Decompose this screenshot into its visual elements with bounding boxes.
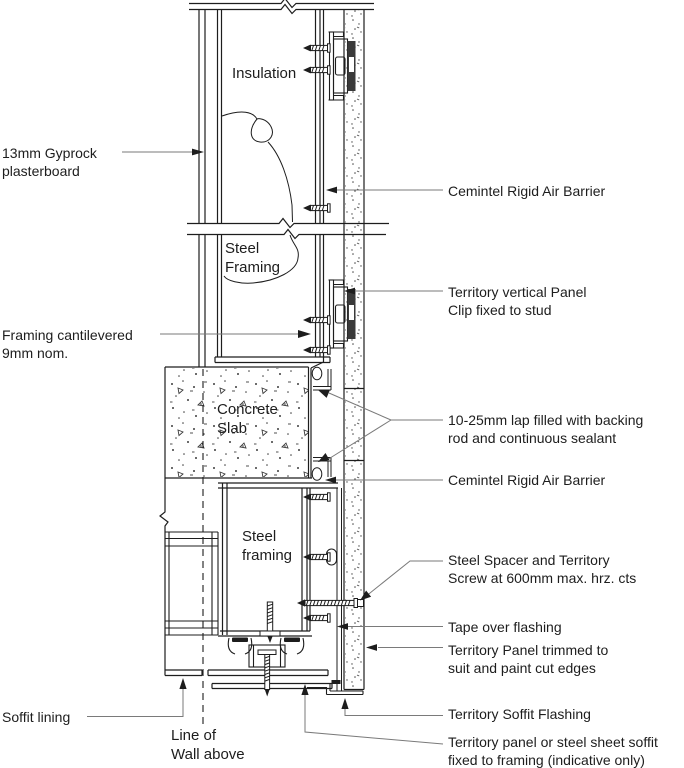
- top-break-lines: [189, 0, 374, 15]
- leader-arrowheads: [179, 148, 377, 709]
- air-barrier-lines: [309, 9, 325, 631]
- tape-over-flashing-label: Tape over flashing: [448, 619, 562, 635]
- backing-rod: [311, 366, 323, 481]
- framing-cantilevered-label: Framing cantilevered 9mm nom.: [2, 327, 133, 361]
- gyprock-label: 13mm Gyprock plasterboard: [2, 145, 97, 179]
- soffit-clips: [227, 637, 305, 655]
- leader-lines: [87, 151, 444, 745]
- concrete-slab-label: Concrete Slab: [217, 401, 278, 437]
- insulation-tear-line: [221, 111, 299, 284]
- soffit-lining-boards: [164, 669, 333, 690]
- mid-break-lines: [187, 217, 389, 240]
- territory-panel-hatch: [345, 10, 364, 689]
- air-barrier-upper-label: Cemintel Rigid Air Barrier: [448, 183, 606, 199]
- steel-framing-lower-label: Steel framing: [242, 528, 293, 564]
- steel-spacer-label: Steel Spacer and Territory Screw at 600m…: [448, 552, 637, 586]
- panel-trimmed-label: Territory Panel trimmed to suit and pain…: [448, 642, 609, 676]
- slab-edge-angle-bracket: [165, 531, 219, 636]
- vertical-screws: [257, 601, 281, 697]
- soffit-panel-label: Territory panel or steel sheet soffit fi…: [448, 734, 658, 768]
- vertical-flashing: [326, 488, 342, 691]
- concrete-slab-outline: [159, 366, 312, 670]
- territory-panel-outline: [343, 9, 365, 691]
- soffit-flashing-label: Territory Soffit Flashing: [448, 706, 591, 722]
- soffit-lining-label: Soffit lining: [2, 709, 71, 725]
- soffit-flashing-profile: [307, 680, 364, 696]
- lap-sealant-label: 10-25mm lap filled with backing rod and …: [448, 412, 644, 446]
- insulation-label: Insulation: [232, 65, 297, 82]
- steel-framing-upper-label: Steel Framing: [225, 240, 281, 276]
- line-of-wall-above-label: Line of Wall above: [171, 727, 245, 763]
- plasterboard-lines: [198, 9, 206, 367]
- stud-framing-lines: [214, 9, 331, 364]
- panel-clip-upper: [327, 31, 357, 101]
- panel-clip-label: Territory vertical Panel Clip fixed to s…: [448, 284, 587, 318]
- air-barrier-lower-label: Cemintel Rigid Air Barrier: [448, 472, 606, 488]
- long-spacer-screw: [297, 598, 364, 608]
- concrete-slab-hatch: [166, 368, 308, 477]
